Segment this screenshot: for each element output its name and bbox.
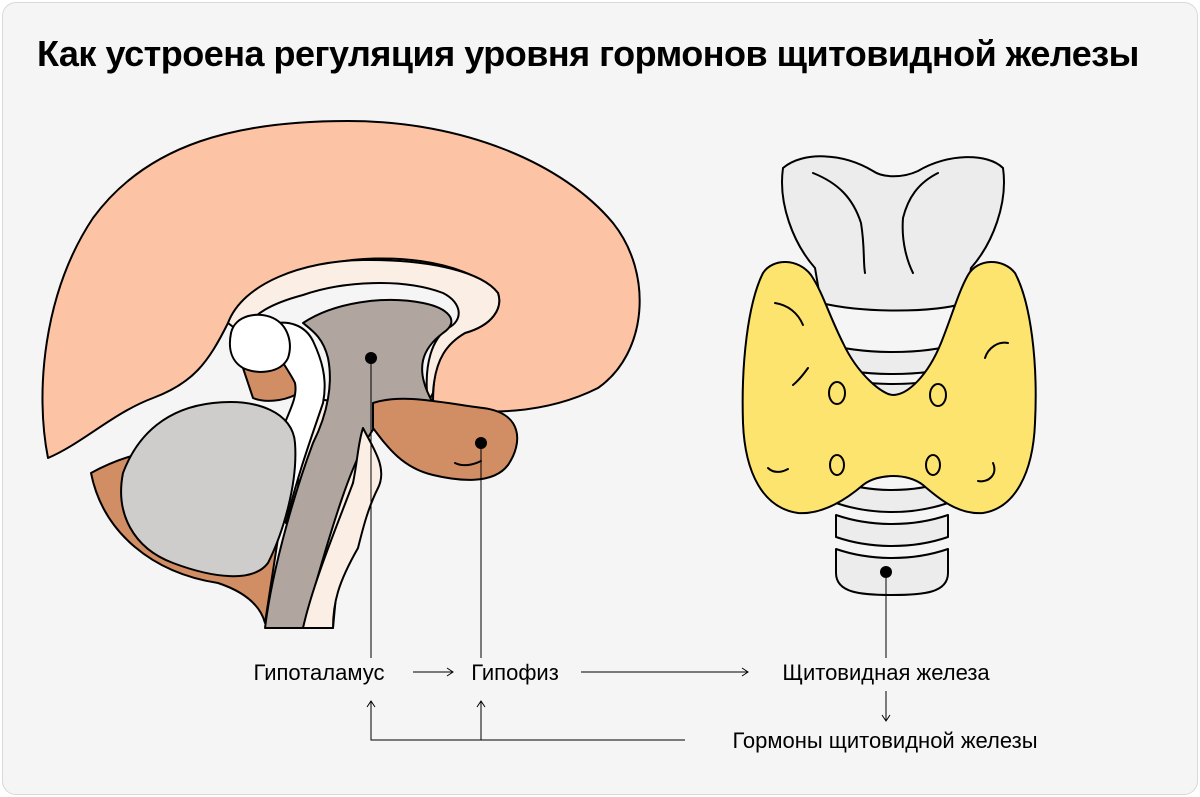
label-thyroid-hormones: Гормоны щитовидной железы [732, 728, 1037, 753]
trachea-ring-4 [836, 515, 948, 546]
thyroid-illustration [743, 156, 1036, 595]
pineal-body [230, 315, 290, 372]
label-hypothalamus: Гипоталамус [254, 660, 385, 685]
brain-illustration [42, 121, 639, 628]
label-thyroid: Щитовидная железа [782, 660, 990, 685]
feedback-line [371, 701, 685, 740]
parathyroid-lower-right [926, 455, 940, 475]
parathyroid-upper-left [829, 382, 845, 404]
label-pituitary: Гипофиз [471, 660, 559, 685]
pituitary-region [373, 399, 517, 480]
diagram-canvas: Гипоталамус Гипофиз Щитовидная железа Го… [3, 3, 1198, 795]
parathyroid-lower-left [830, 455, 844, 475]
parathyroid-upper-right [930, 384, 946, 406]
